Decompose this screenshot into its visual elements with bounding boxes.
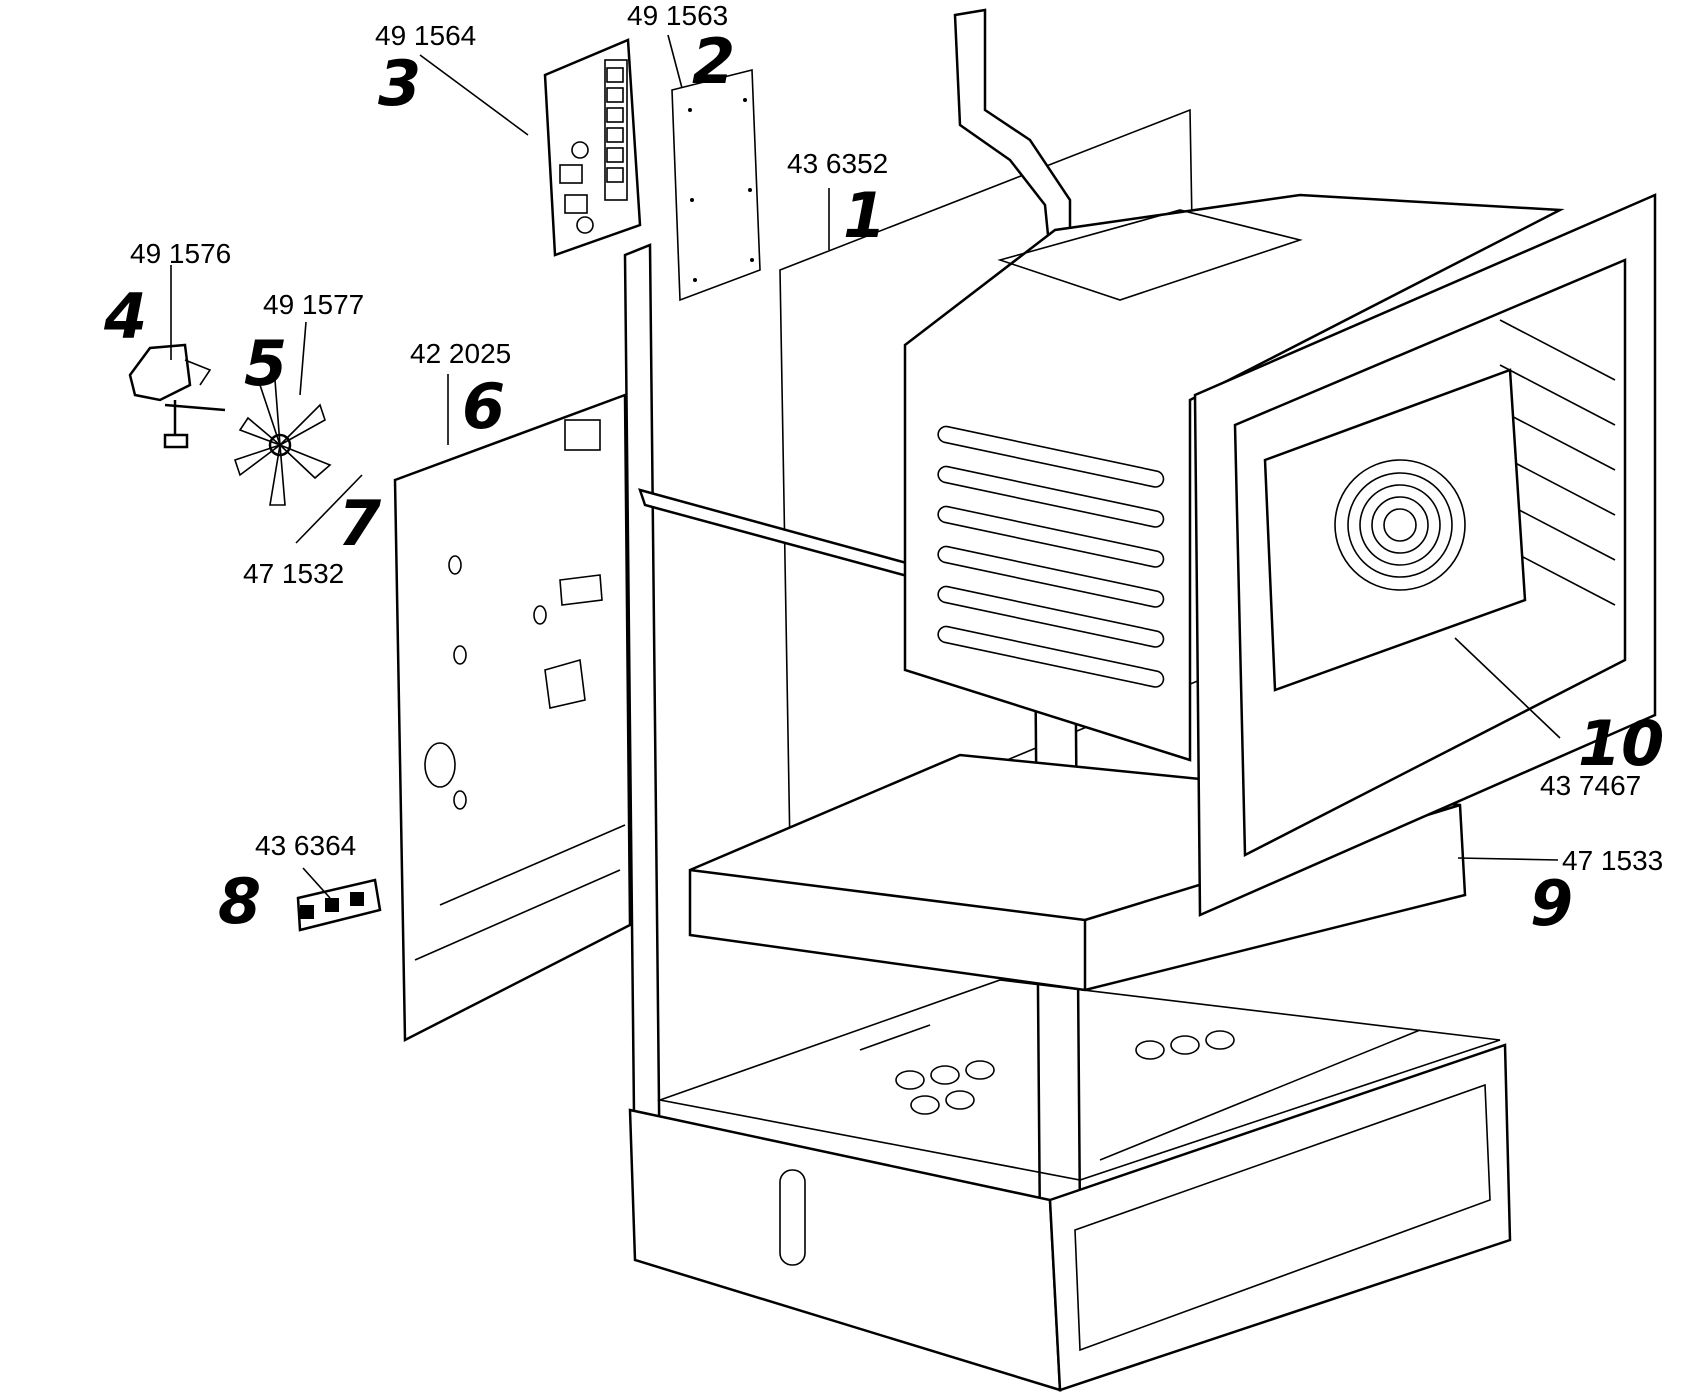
- side-panel-drawing: [393, 393, 632, 1043]
- callout-8: 8: [218, 865, 261, 938]
- callout-10: 10: [1578, 707, 1664, 780]
- callout-3: 3: [378, 47, 421, 120]
- part-number-4: 49 1576: [130, 238, 231, 269]
- callout-6: 6: [462, 370, 505, 443]
- callout-2: 2: [692, 25, 735, 98]
- control-board-drawing: [543, 38, 642, 257]
- callout-1: 1: [843, 179, 886, 252]
- part-number-7: 47 1532: [243, 558, 344, 589]
- part-number-2: 49 1563: [627, 0, 728, 31]
- part-number-1: 43 6352: [787, 148, 888, 179]
- callout-5: 5: [244, 327, 287, 400]
- part-number-8: 43 6364: [255, 830, 356, 861]
- fan-blade-drawing: [233, 378, 332, 506]
- motor-drawing: [128, 343, 226, 449]
- part-number-3: 49 1564: [375, 20, 476, 51]
- callout-9: 9: [1530, 867, 1573, 940]
- part-number-6: 42 2025: [410, 338, 511, 369]
- part-number-10: 43 7467: [1540, 770, 1641, 801]
- terminal-block-drawing: [296, 878, 382, 932]
- part-number-9: 47 1533: [1562, 845, 1663, 876]
- callout-4: 4: [103, 280, 147, 353]
- callout-7: 7: [338, 487, 382, 560]
- part-number-5: 49 1577: [263, 289, 364, 320]
- part-number-labels: 49 1564 49 1563 43 6352 49 1576 49 1577 …: [130, 0, 1663, 876]
- panel-drawing: [671, 68, 761, 302]
- oven-cavity-drawing: [903, 8, 1657, 917]
- leader-lines: [170, 34, 1561, 899]
- callout-numbers: 3 2 1 4 5 6 7 8 9 10: [103, 25, 1664, 940]
